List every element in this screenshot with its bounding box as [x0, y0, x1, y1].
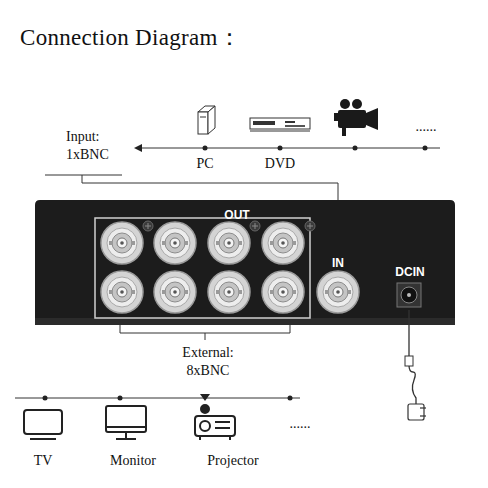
input-label: Input: 1xBNC — [66, 128, 118, 164]
device-label: Projector — [193, 452, 273, 470]
device-label: DVD — [255, 155, 305, 173]
device-label: Monitor — [98, 452, 168, 470]
port-label: OUT — [224, 208, 249, 222]
device-housing: OUT IN DCIN — [35, 200, 455, 325]
port-label: DCIN — [395, 265, 424, 279]
ellipsis: ...... — [280, 415, 320, 433]
device-label: PC — [185, 155, 225, 173]
device-label: TV — [23, 452, 63, 470]
diagram-title: Connection Diagram： — [20, 22, 241, 53]
ellipsis: ...... — [406, 118, 446, 136]
port-label: IN — [332, 256, 344, 270]
output-label: External: 8xBNC — [172, 344, 244, 380]
